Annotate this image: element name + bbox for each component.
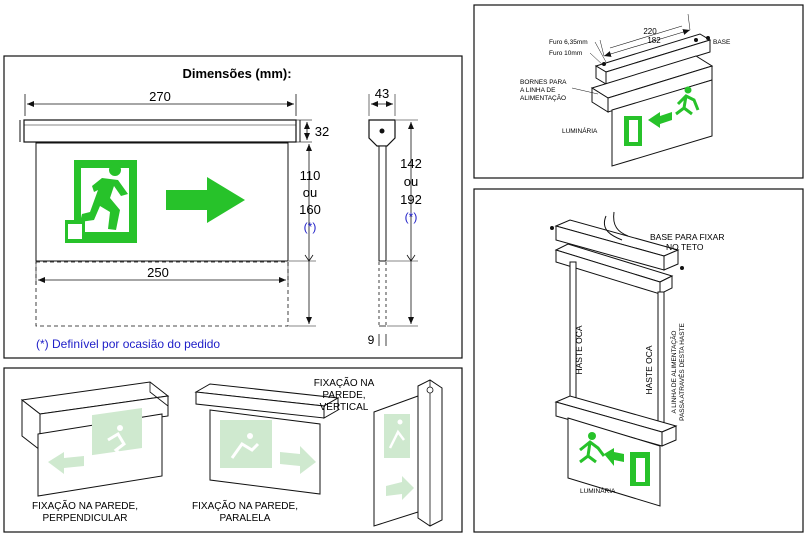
vertical-caption-2: PAREDE, — [322, 390, 365, 401]
bornes-line-1: BORNES PARA — [520, 79, 567, 86]
ceiling-base-line-1: BASE PARA FIXAR — [650, 232, 724, 242]
furo-635-label: Furo 6,35mm — [549, 39, 588, 46]
furo-10-label: Furo 10mm — [549, 50, 582, 57]
perpendicular-caption-2: PERPENDICULAR — [42, 513, 127, 524]
ceiling-base-line-2: NO TETO — [666, 242, 704, 252]
sign-pictogram-light — [92, 408, 142, 456]
sign-panel — [35, 142, 289, 262]
base-dim-182: 182 — [647, 36, 661, 45]
parallel-caption-1: FIXAÇÃO NA PAREDE, — [192, 499, 298, 512]
mounting-panel: FIXAÇÃO NA PAREDE, PERPENDICULAR FIXAÇÃO… — [3, 367, 463, 533]
sign-height-a: 110 — [300, 168, 321, 183]
right-rod — [657, 291, 665, 431]
sign-height-or: ou — [303, 185, 317, 200]
ceiling-luminaria-label: LUMINÁRIA — [580, 486, 616, 495]
parallel-mount-illustration — [194, 383, 340, 495]
base-bar — [23, 119, 297, 143]
ceiling-arrow-icon — [604, 448, 624, 466]
arrow-right-vertical-icon — [386, 476, 414, 500]
ceiling-mount-panel: BASE PARA FIXAR NO TETO HASTE OCA HASTE … — [473, 188, 804, 533]
bornes-line-2: A LINHA DE — [520, 87, 556, 94]
sign-pictogram-light-2 — [220, 420, 272, 468]
base-detail-arrow-icon — [648, 112, 672, 128]
bottom-gap-label: 9 — [368, 333, 375, 347]
arrow-right-icon — [166, 177, 245, 223]
perpendicular-mount-illustration — [20, 381, 170, 497]
side-height-a: 142 — [400, 156, 422, 171]
base-dim-220: 220 — [643, 27, 657, 36]
haste-right-label: HASTE OCA — [644, 345, 654, 394]
perpendicular-caption-1: FIXAÇÃO NA PAREDE, — [32, 499, 138, 512]
bornes-line-3: ALIMENTAÇÃO — [520, 93, 566, 102]
footnote: (*) Definível por ocasião do pedido — [36, 337, 220, 351]
dimensions-panel: Dimensões (mm): 270 32 — [3, 55, 463, 359]
vertical-caption-3: VERTICAL — [320, 402, 369, 413]
power-line-2: PASSA ATRAVÉS DESTA HASTE — [677, 322, 686, 420]
vertical-mount-illustration — [373, 379, 443, 527]
side-width-label: 43 — [375, 86, 389, 101]
sign-height-note: (*) — [304, 220, 317, 234]
parallel-caption-2: PARALELA — [220, 513, 271, 524]
sign-height-b: 160 — [299, 202, 321, 217]
sign-width-label: 250 — [147, 265, 169, 280]
base-label: BASE — [713, 39, 731, 46]
arrow-left-icon — [48, 452, 84, 474]
side-height-note: (*) — [405, 210, 418, 224]
running-man-pictogram — [65, 160, 137, 243]
vertical-caption-1: FIXAÇÃO NA — [314, 376, 375, 389]
side-height-b: 192 — [400, 192, 422, 207]
sign-panel-extended — [35, 261, 289, 327]
width-total-label: 270 — [149, 89, 171, 104]
base-detail-panel: 220 182 Furo 6,35mm Furo 10mm BASE BORNE… — [473, 4, 804, 179]
side-sign-edge — [378, 145, 387, 262]
base-height-label: 32 — [315, 124, 329, 139]
base-luminaria-label: LUMINÁRIA — [562, 126, 598, 135]
arrow-right-light-icon — [280, 446, 316, 474]
side-height-or: ou — [404, 174, 418, 189]
haste-left-label: HASTE OCA — [574, 325, 584, 374]
dimensions-title: Dimensões (mm): — [182, 66, 291, 81]
power-line-1: A LINHA DE ALIMENTAÇÃO — [669, 331, 678, 414]
